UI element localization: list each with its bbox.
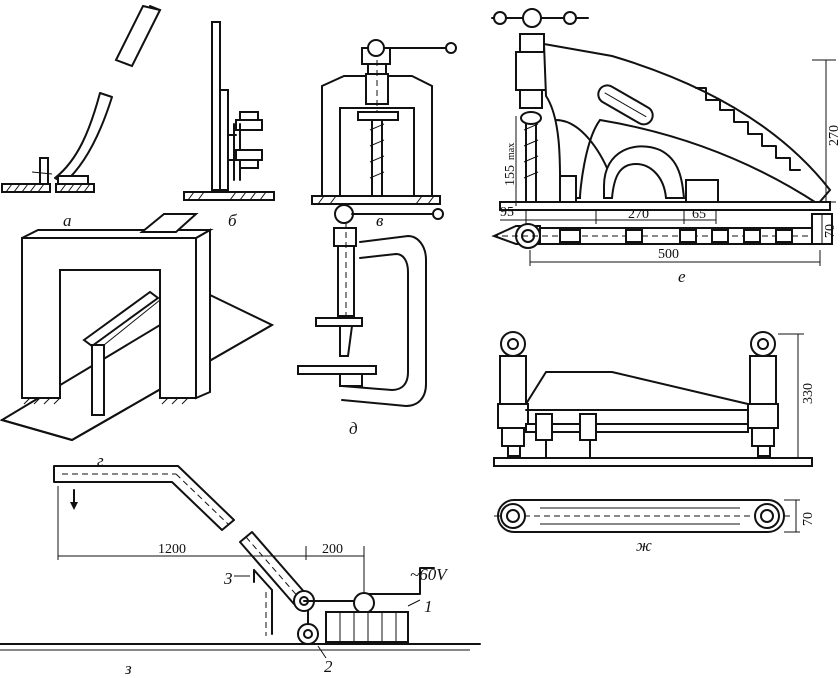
figure-zh-double-clamp	[493, 331, 813, 467]
label-v: в	[376, 211, 384, 230]
label-zh: ж	[636, 536, 652, 555]
dim-zh-width: 70	[801, 512, 816, 526]
label-g: г	[97, 451, 104, 470]
figure-g-frame-fixture	[0, 213, 275, 442]
dim-e-right: 65	[692, 207, 706, 222]
dim-e-width: 70	[823, 224, 838, 238]
figure-b-angle-clamp	[183, 21, 275, 201]
dim-e-length: 500	[658, 247, 679, 262]
figure-v-portal-clamp	[311, 39, 457, 205]
figure-e-top-view	[491, 213, 833, 266]
label-a: а	[63, 211, 72, 230]
dim-e-height: 270	[827, 125, 840, 146]
dim-e-jaw-sub: max	[506, 143, 517, 160]
figure-e-lever-clamp	[491, 8, 836, 224]
dim-z-short: 200	[322, 542, 343, 557]
figure-d-c-clamp	[297, 204, 444, 407]
figure-z-welding-setup	[0, 465, 481, 659]
dim-z-long: 1200	[158, 542, 186, 557]
dim-e-left: 95	[500, 205, 514, 220]
label-z: з	[124, 659, 132, 678]
dim-e-jaw: 155	[503, 165, 518, 186]
part-number-2: 2	[324, 657, 333, 676]
dim-z-voltage: ~60V	[410, 565, 449, 584]
part-number-3: 3	[223, 569, 233, 588]
label-b: б	[228, 211, 237, 230]
figure-zh-top-view	[494, 499, 800, 533]
dim-e-mid: 270	[628, 207, 649, 222]
label-e: е	[678, 267, 686, 286]
label-d: д	[349, 419, 358, 438]
figure-a-tack-plate	[1, 4, 162, 193]
dim-zh-height: 330	[801, 383, 816, 404]
part-number-1: 1	[424, 597, 433, 616]
